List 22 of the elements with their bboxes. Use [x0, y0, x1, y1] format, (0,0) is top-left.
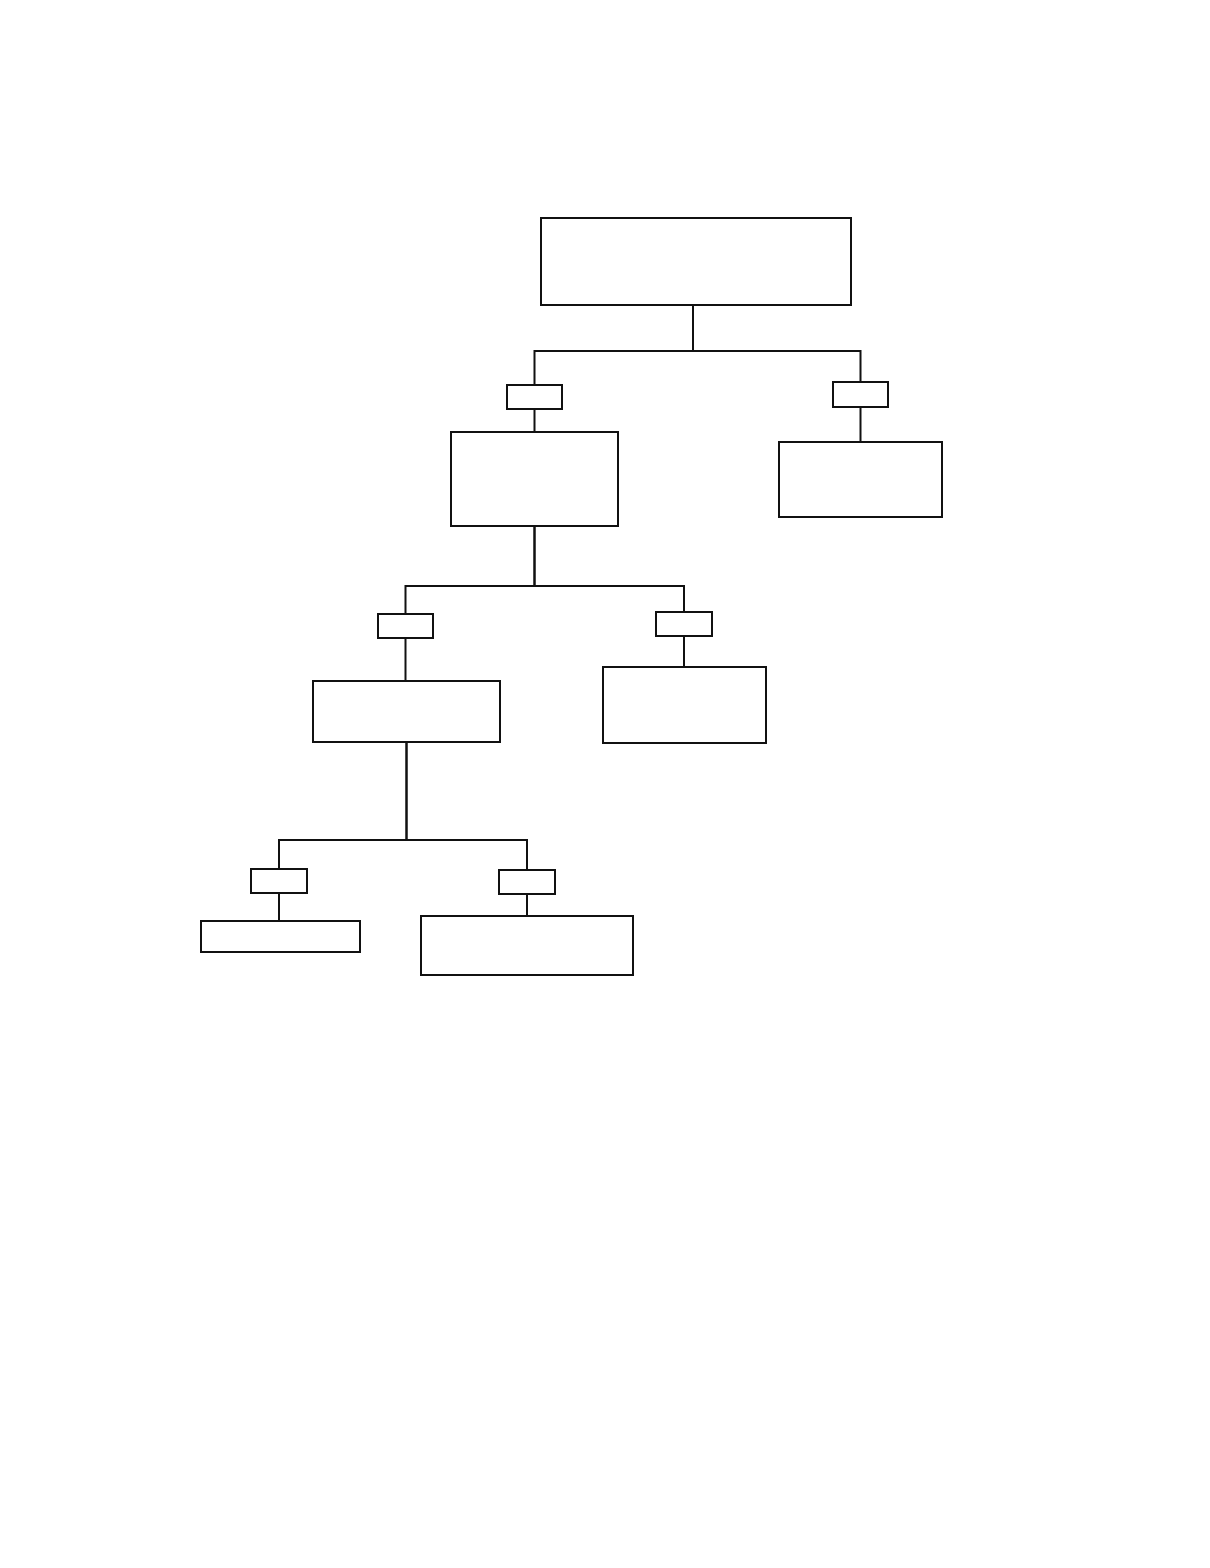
empty-box — [655, 611, 713, 637]
empty-box — [506, 384, 563, 410]
connector-line — [683, 636, 685, 667]
connector-line — [526, 894, 528, 916]
empty-box — [200, 920, 361, 953]
connector-line — [404, 638, 407, 681]
connector-line — [859, 407, 862, 442]
empty-box — [312, 680, 501, 743]
connector-line — [405, 742, 528, 870]
connector-line — [692, 305, 862, 382]
connector-line — [533, 409, 536, 432]
empty-box — [832, 381, 889, 408]
empty-box — [498, 869, 556, 895]
empty-box — [250, 868, 308, 894]
connector-line — [533, 526, 685, 612]
empty-box — [420, 915, 634, 976]
empty-box — [450, 431, 619, 527]
empty-box — [540, 217, 852, 306]
empty-box — [602, 666, 767, 744]
empty-box — [377, 613, 434, 639]
connector-line — [278, 893, 280, 921]
empty-box — [778, 441, 943, 518]
